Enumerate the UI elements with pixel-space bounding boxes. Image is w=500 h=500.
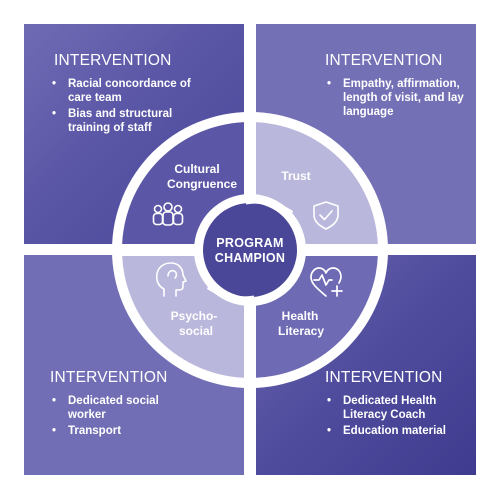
list-item: Bias and structural training of staff xyxy=(50,107,200,135)
list-item: Transport xyxy=(50,424,180,438)
head-profile-icon xyxy=(155,262,187,297)
arrow-head-top xyxy=(281,204,293,222)
arrow-head-bottom xyxy=(207,278,219,296)
list-item: Racial concordance of care team xyxy=(50,77,200,105)
intervention-list: Dedicated Health Literacy Coach Educatio… xyxy=(325,394,465,440)
segment-label: Psycho- xyxy=(171,309,218,323)
segment-label: Congruence xyxy=(167,177,237,191)
list-item: Dedicated Health Literacy Coach xyxy=(325,394,465,422)
intervention-list: Racial concordance of care team Bias and… xyxy=(50,77,200,137)
shield-check-icon xyxy=(313,201,339,230)
list-item: Dedicated social worker xyxy=(50,394,180,422)
segment-label: social xyxy=(179,324,213,338)
intervention-list: Dedicated social worker Transport xyxy=(50,394,180,440)
quadrant-heading: INTERVENTION xyxy=(50,369,168,386)
heart-plus-icon xyxy=(310,267,343,297)
quadrant-heading: INTERVENTION xyxy=(325,369,443,386)
center-label-line2: CHAMPION xyxy=(215,251,285,265)
quadrant-heading: INTERVENTION xyxy=(325,52,443,69)
quadrant-heading: INTERVENTION xyxy=(54,52,172,69)
segment-label: Cultural xyxy=(174,162,219,176)
intervention-list: Empathy, affirmation, length of visit, a… xyxy=(325,77,465,121)
people-group-icon xyxy=(152,202,184,226)
arrow-arc-top xyxy=(245,200,287,216)
center-label-line1: PROGRAM xyxy=(216,236,283,250)
segment-label: Health xyxy=(282,309,319,323)
segment-label: Literacy xyxy=(278,324,324,338)
arrow-arc-bottom xyxy=(213,284,255,300)
center-circle xyxy=(203,203,297,297)
list-item: Education material xyxy=(325,424,465,438)
segment-label: Trust xyxy=(281,169,310,183)
list-item: Empathy, affirmation, length of visit, a… xyxy=(325,77,465,119)
